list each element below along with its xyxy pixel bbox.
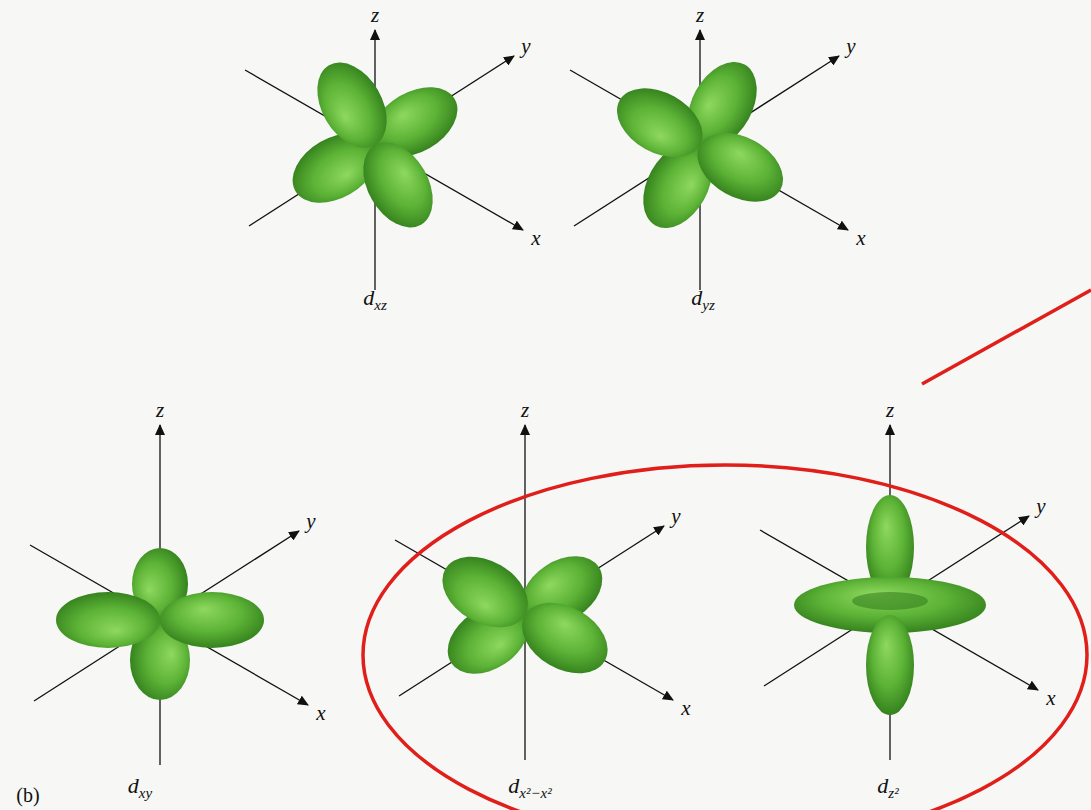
axis-label: x — [1046, 688, 1055, 709]
axis-label: x — [681, 698, 690, 719]
callout-line — [922, 290, 1091, 384]
dz2-lobes — [794, 495, 986, 715]
axis-label: x — [856, 228, 865, 249]
axis-label: y — [1036, 496, 1045, 517]
axes — [245, 30, 523, 290]
orbital-label: dxy — [128, 775, 152, 801]
axis-label: y — [306, 511, 315, 532]
orbital-label: dz² — [877, 775, 898, 801]
axis-label: x — [316, 703, 325, 724]
dyz-lobes — [605, 50, 795, 240]
dxy-lobes — [56, 548, 264, 700]
axis-label: y — [846, 36, 855, 57]
highlight-ellipse — [363, 465, 1087, 810]
axes — [30, 425, 308, 765]
orbital-label: dxz — [363, 287, 387, 313]
orbital-label: dyz — [691, 287, 715, 313]
panel-label: (b) — [16, 785, 39, 805]
axis-label: z — [371, 5, 379, 26]
axis-label: z — [696, 5, 704, 26]
axis-label: z — [156, 400, 164, 421]
axis-label: y — [671, 506, 680, 527]
axis-label: x — [531, 228, 540, 249]
axis-label: y — [521, 36, 530, 57]
axes — [570, 30, 848, 290]
dx2-lobes — [430, 542, 620, 688]
axis-label: z — [521, 400, 529, 421]
orbital-label: dx²−x² — [508, 775, 551, 801]
axes — [395, 425, 673, 760]
axes — [760, 425, 1038, 760]
dxz-lobes — [280, 50, 469, 239]
axis-label: z — [886, 400, 894, 421]
